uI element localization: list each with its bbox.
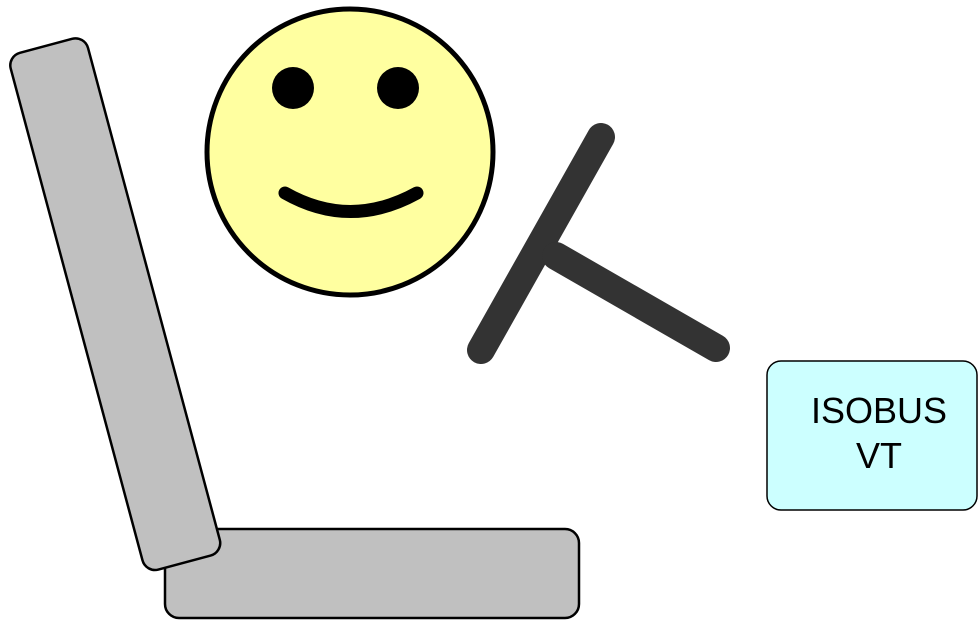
isobus-vt-terminal: ISOBUS VT [767,361,977,510]
seat-backrest [7,35,223,572]
face-head [207,9,493,295]
arm-vertical-bar [481,137,601,350]
terminal-label-line2: VT [856,435,902,476]
face-left-eye [272,67,314,109]
face-right-eye [377,67,419,109]
terminal-label-line1: ISOBUS [811,390,947,431]
terminal-arm [481,137,716,350]
arm-horizontal-bar [556,256,716,348]
operator-face [207,9,493,295]
seat-cushion [165,529,579,618]
